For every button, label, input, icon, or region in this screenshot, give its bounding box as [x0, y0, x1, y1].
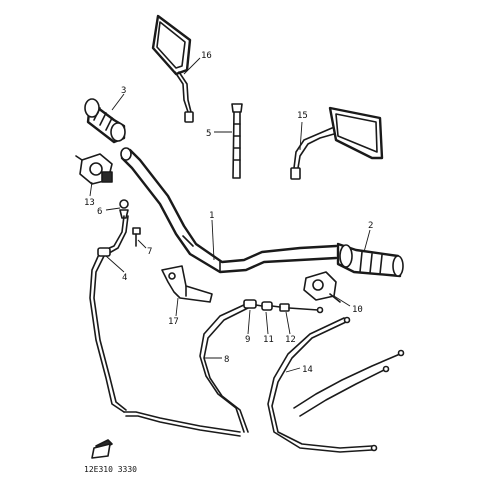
cable-part-14 — [267, 316, 405, 453]
callout-2: 2 — [368, 221, 373, 231]
handlebar-part-1 — [120, 147, 338, 274]
callout-10: 10 — [352, 305, 363, 315]
callout-14: 14 — [302, 365, 313, 375]
callout-13: 13 — [84, 198, 95, 208]
mirror-left-part-16 — [151, 14, 194, 123]
mirror-right-part-15 — [290, 106, 384, 180]
cable-part-4 — [89, 215, 241, 437]
leader-lines — [89, 57, 371, 373]
callout-8: 8 — [224, 355, 229, 365]
callout-16: 16 — [201, 51, 212, 61]
bolt-part-7 — [132, 227, 141, 247]
callout-7: 7 — [147, 247, 152, 257]
clamp-band-part-5 — [231, 103, 243, 179]
callout-17: 17 — [168, 317, 179, 327]
grip-right-part-2 — [336, 242, 404, 278]
diagram-code: 12E310 3330 — [84, 465, 137, 474]
bracket-part-17 — [161, 265, 213, 303]
grip-left-part-3 — [84, 98, 126, 144]
callout-15: 15 — [297, 111, 308, 121]
cable-part-8 — [199, 299, 324, 433]
callout-12: 12 — [285, 335, 296, 345]
callout-1: 1 — [209, 211, 214, 221]
callout-6: 6 — [97, 207, 102, 217]
callout-5: 5 — [206, 129, 211, 139]
callout-3: 3 — [121, 86, 126, 96]
fitting-part-6 — [119, 199, 129, 219]
reference-mark — [91, 439, 113, 459]
callout-4: 4 — [122, 273, 127, 283]
callout-9: 9 — [245, 335, 250, 345]
lever-holder-part-13 — [75, 153, 113, 185]
switch-part-10 — [303, 271, 341, 303]
callout-11: 11 — [263, 335, 274, 345]
